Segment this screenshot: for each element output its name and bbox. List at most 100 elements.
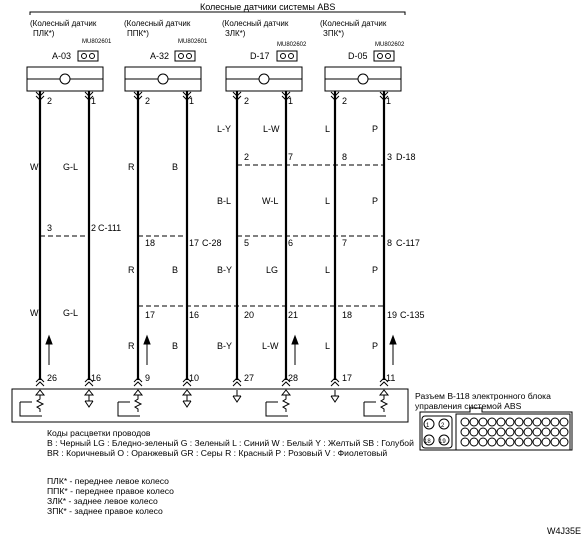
connector-caption-line2: управления системой ABS	[415, 401, 522, 411]
pin-label: 2	[91, 223, 96, 233]
sensor-1-label-2: ПЛК*)	[33, 29, 55, 38]
wire-colors-mid1: B-L W-L L P	[217, 196, 378, 206]
wire-color-label: P	[372, 265, 378, 275]
pin-label: 11	[386, 373, 395, 383]
connector-chevrons	[35, 91, 389, 387]
legend-line-1: B : Черный LG : Бледно-зеленый G : Зелен…	[47, 438, 414, 448]
sensor-4-label: (Колесный датчик	[320, 19, 387, 28]
pin-label: 2	[342, 96, 347, 106]
wire-color-label: B	[172, 162, 178, 172]
pin-label: 8	[342, 152, 347, 162]
pin-label: 18	[424, 439, 431, 445]
pin-label: 1	[189, 96, 194, 106]
sensor-1-part: MU802601	[82, 39, 112, 45]
pin-label: 7	[288, 152, 293, 162]
pin-label: 7	[342, 238, 347, 248]
pin-label: 19	[387, 310, 397, 320]
pin-label: 1	[91, 96, 96, 106]
pin-label: 28	[288, 373, 298, 383]
sensor-4-part: MU802602	[375, 42, 405, 48]
wire-color-label: W-L	[262, 196, 278, 206]
wire-color-label: B-Y	[217, 341, 232, 351]
connector-caption-line1: Разъем B-118 электронного блока	[415, 391, 551, 401]
top-pin-numbers: 2 1 2 1 2 1 2 1	[47, 96, 391, 106]
wire-color-label: B	[172, 265, 178, 275]
pin-label: 17	[145, 310, 155, 320]
joint-c135: 17 16 20 21 18 19 C-135	[138, 305, 425, 320]
pin-label: 17	[342, 373, 352, 383]
wire-color-label: L-W	[263, 124, 280, 134]
b118-connector-face	[419, 407, 573, 451]
wire-colors-mid2: R B B-Y LG L P	[128, 265, 378, 275]
abbr-ppk: ППК* - переднее правое колесо	[47, 486, 174, 496]
connector-1-icon	[77, 50, 99, 62]
sensor-2-connector: A-32	[150, 51, 169, 61]
wire-color-label: R	[128, 265, 135, 275]
connector-2-icon	[174, 50, 196, 62]
pin-label: 2	[244, 96, 249, 106]
joint-row-2: 3 2 C-111 18 17 C-28 5 6 7 8 C-117	[40, 223, 420, 248]
abs-ecu-box	[11, 388, 409, 423]
legend-line-2: BR : Коричневый O : Оранжевый GR : Серы …	[47, 448, 388, 458]
sensor-3-label-2: ЗЛК*)	[225, 29, 246, 38]
pin-label: 21	[288, 310, 298, 320]
sensor-1-connector: A-03	[52, 51, 71, 61]
pin-label: 17	[189, 238, 199, 248]
sensor-labels: (Колесный датчик ПЛК*) (Колесный датчик …	[30, 19, 405, 61]
connector-pin-numbers: 1 2 18 19	[424, 423, 446, 445]
pin-label: 2	[47, 96, 52, 106]
pin-label: 20	[244, 310, 254, 320]
pin-label: 18	[145, 238, 155, 248]
pin-label: 2	[244, 152, 249, 162]
connector-label: D-18	[396, 152, 416, 162]
wire-color-label: B	[172, 341, 178, 351]
pin-label: 2	[145, 96, 150, 106]
connector-label: C-111	[98, 223, 121, 233]
pin-label: 26	[47, 373, 57, 383]
sensor-1-label: (Колесный датчик	[30, 19, 97, 28]
abbr-zlk: ЗЛК* - заднее левое колесо	[47, 496, 158, 506]
wire-color-label: W	[30, 308, 39, 318]
wire-color-label: L	[325, 124, 330, 134]
abbr-plk: ПЛК* - переднее левое колесо	[47, 476, 169, 486]
wire-color-label: B-L	[217, 196, 231, 206]
wheel-abbreviations: ПЛК* - переднее левое колесо ППК* - пере…	[47, 476, 174, 516]
connector-label: C-28	[202, 238, 222, 248]
connector-label: C-135	[400, 310, 425, 320]
wire-color-label: L-Y	[217, 124, 231, 134]
connector-label: C-117	[396, 238, 420, 248]
title-bracket	[29, 11, 406, 15]
connector-pin-grid	[460, 417, 569, 447]
joint-d18: 2 7 8 3 D-18	[237, 152, 416, 166]
wire-color-label: LG	[266, 265, 278, 275]
wire-colors-upper: W G-L R B L-Y L-W L P	[30, 124, 378, 172]
pin-label: 16	[91, 373, 101, 383]
sensor-4-connector: D-05	[348, 51, 368, 61]
wire-color-label: G-L	[63, 308, 78, 318]
sensor-3-connector: D-17	[250, 51, 270, 61]
wires	[38, 91, 386, 380]
pin-label: 19	[439, 439, 446, 445]
pin-label: 2	[441, 423, 445, 429]
pin-label: 5	[244, 238, 249, 248]
sensor-3-part: MU802602	[277, 42, 307, 48]
sensor-boxes	[26, 66, 402, 92]
sensor-2-part: MU802601	[178, 39, 208, 45]
pin-label: 10	[189, 373, 199, 383]
wire-color-label: R	[128, 162, 135, 172]
connector-caption: Разъем B-118 электронного блока управлен…	[415, 391, 585, 411]
pin-label: 18	[342, 310, 352, 320]
wire-color-label: W	[30, 162, 39, 172]
wire-color-label: R	[128, 341, 135, 351]
sensor-4-label-2: ЗПК*)	[323, 29, 344, 38]
figure-id: W4J35E	[546, 526, 581, 536]
abbr-zpk: ЗПК* - заднее правое колесо	[47, 506, 163, 516]
pin-label: 9	[145, 373, 150, 383]
sensor-3-label: (Колесный датчик	[222, 19, 289, 28]
wire-color-label: L	[325, 196, 330, 206]
pin-label: 6	[288, 238, 293, 248]
sensor-2-label-2: ППК*)	[127, 29, 149, 38]
pin-label: 3	[387, 152, 392, 162]
wire-color-label: B-Y	[217, 265, 232, 275]
wire-color-label: L-W	[262, 341, 279, 351]
